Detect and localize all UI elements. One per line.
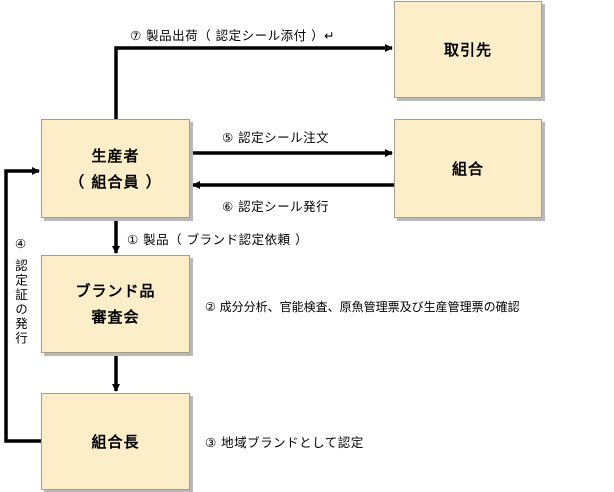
node-brand-review: ブランド品 審査会 (41, 255, 190, 353)
node-kumiaicho-label: 組合長 (91, 432, 140, 451)
node-brand-review-label: ブランド品 (75, 282, 156, 300)
node-producer: 生産者 （ 組合員 ） (41, 119, 190, 218)
label-confirm: ② 成分分析、官能検査、原魚管理票及び生産管理票の確認 (205, 300, 520, 314)
label-order-seal: ⑤ 認定シール注文 (222, 130, 330, 145)
label-cert-issue: ④ 認定証の発行 (13, 236, 28, 346)
node-kumiai: 組合 (394, 119, 542, 218)
label-certify: ③ 地域ブランドとして認定 (205, 435, 364, 450)
node-brand-review-sublabel: 審査会 (91, 308, 140, 326)
label-ship: ⑦ 製品出荷（ 認定シール添付 ）↵ (130, 28, 336, 43)
node-producer-sublabel: （ 組合員 ） (69, 172, 162, 191)
node-producer-label: 生産者 (91, 146, 140, 165)
label-issue-seal: ⑥ 認定シール発行 (222, 199, 330, 214)
node-torihikisaki: 取引先 (394, 1, 542, 98)
node-torihikisaki-label: 取引先 (443, 40, 492, 59)
arrow-ship (114, 44, 393, 119)
node-kumiai-label: 組合 (451, 159, 484, 178)
node-kumiaicho: 組合長 (41, 393, 190, 490)
arrow-cert-issue (4, 167, 41, 443)
label-product-request: ① 製品（ ブランド認定依頼 ） (127, 232, 309, 247)
